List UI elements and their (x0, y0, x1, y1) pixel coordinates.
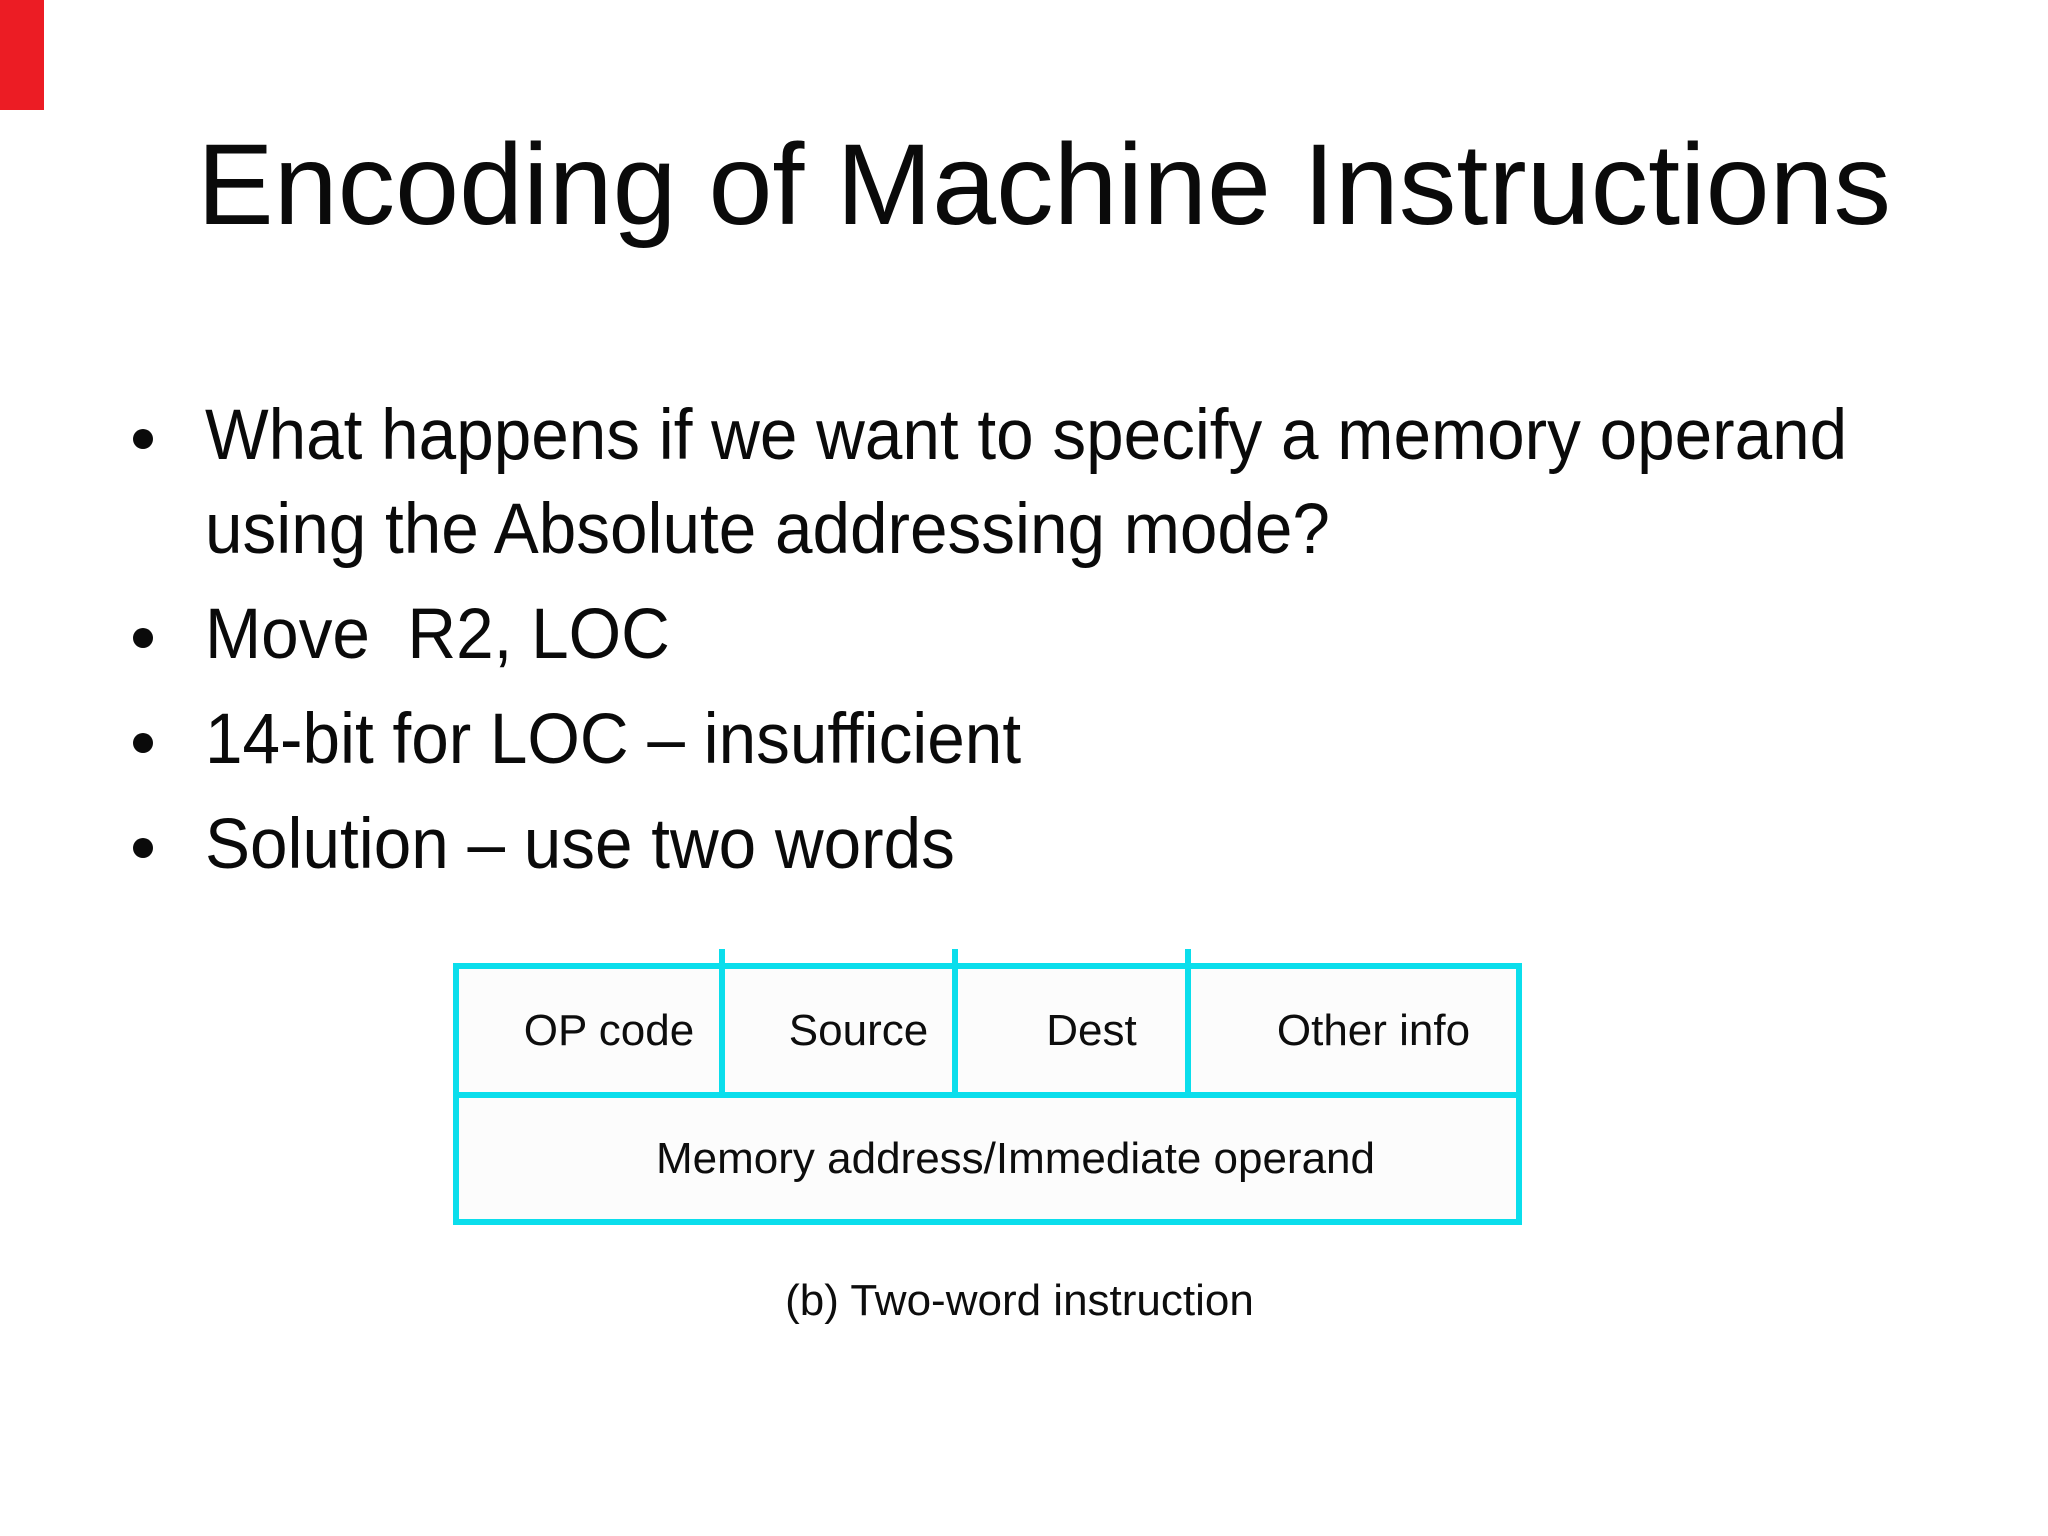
figure-cell-dest: Dest (958, 969, 1185, 1092)
bullet-icon (133, 733, 153, 753)
bullet-item: 14-bit for LOC – insufficient (0, 693, 2048, 787)
figure-caption: (b) Two-word instruction (785, 1276, 1254, 1325)
red-corner-marker (0, 0, 44, 110)
figure-cell-otherinfo: Other info (1191, 969, 1516, 1092)
bullet-line: Move R2, LOC (205, 595, 670, 674)
bullet-text: 14-bit for LOC – insufficient (205, 693, 1956, 787)
bullet-item: What happens if we want to specify a mem… (0, 389, 2048, 577)
figure-cell-opcode: OP code (459, 969, 719, 1092)
figure-cell-source: Source (725, 969, 952, 1092)
bullet-text: What happens if we want to specify a mem… (205, 389, 1956, 577)
figure-word1-row: OP code Source Dest Other info (459, 969, 1516, 1092)
bullet-item: Solution – use two words (0, 798, 2048, 892)
figure-word2-row: Memory address/Immediate operand (459, 1098, 1516, 1219)
bullet-line: What happens if we want to specify a mem… (205, 396, 1848, 475)
bullet-item: Move R2, LOC (0, 588, 2048, 682)
figure-cell-label: Dest (1046, 1005, 1137, 1055)
divider-tick (952, 949, 958, 963)
bullet-list: What happens if we want to specify a mem… (0, 389, 2048, 903)
cell-divider (1185, 969, 1191, 1092)
bullet-icon (133, 628, 153, 648)
figure-cell-label: Other info (1276, 1005, 1471, 1055)
bullet-line: using the Absolute addressing mode? (205, 490, 1330, 569)
bullet-text: Solution – use two words (205, 798, 1956, 892)
figure-cell-label: OP code (523, 1005, 695, 1055)
bullet-line: 14-bit for LOC – insufficient (205, 700, 1022, 779)
bullet-icon (133, 838, 153, 858)
cell-divider (719, 969, 725, 1092)
bullet-icon (133, 429, 153, 449)
divider-tick (1185, 949, 1191, 963)
divider-tick (719, 949, 725, 963)
instruction-format-figure: OP code Source Dest Other info Memory ad… (453, 949, 1522, 1225)
row-divider (459, 1092, 1516, 1098)
figure-cell-label: Source (788, 1005, 929, 1055)
bullet-line: Solution – use two words (205, 805, 955, 884)
bullet-text: Move R2, LOC (205, 588, 1956, 682)
figure-word2-label: Memory address/Immediate operand (656, 1133, 1375, 1183)
cell-divider (952, 969, 958, 1092)
slide-title: Encoding of Machine Instructions (196, 121, 1891, 249)
